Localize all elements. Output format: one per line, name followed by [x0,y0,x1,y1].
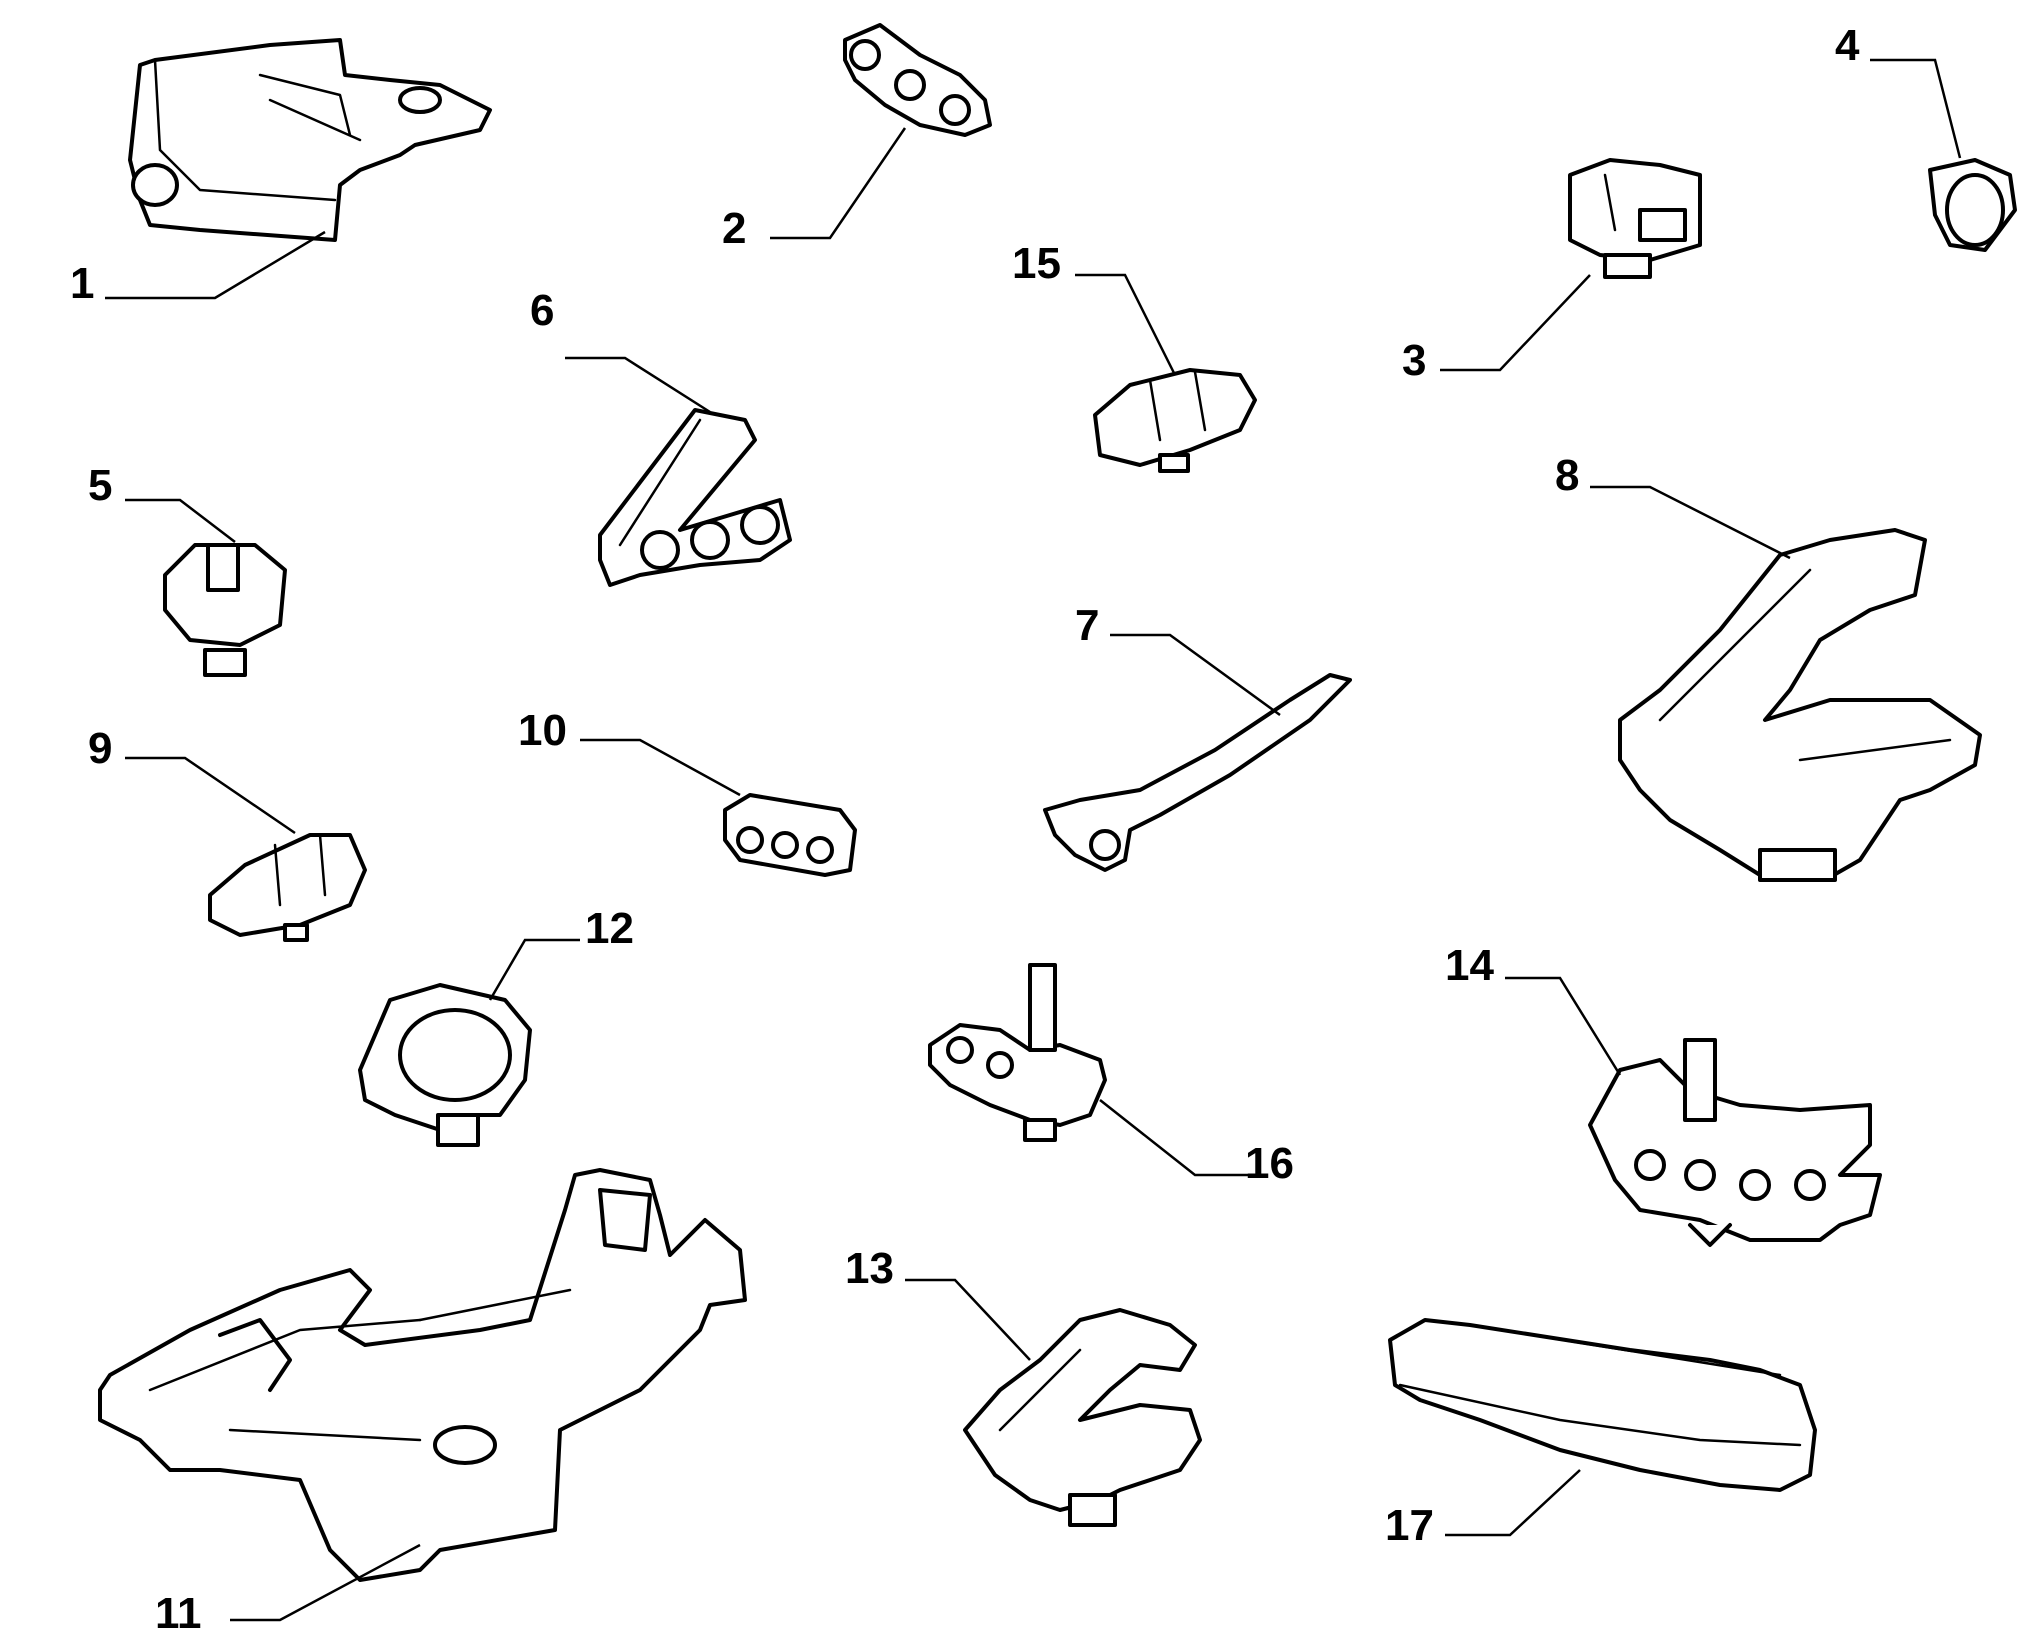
callout-1: 1 [70,259,94,308]
part-14-multi-clip [1588,1038,1882,1247]
part-16-pin-clip [928,963,1107,1142]
leader-7 [1110,633,1281,717]
leader-3 [1440,274,1591,372]
callout-9: 9 [88,724,112,773]
leader-11 [230,1543,421,1622]
leader-9 [125,756,296,835]
leader-17 [1445,1469,1581,1537]
callout-3: 3 [1402,336,1426,385]
part-2-pipe-clip [843,23,992,137]
leader-12 [488,938,580,1001]
callout-16: 16 [1245,1139,1294,1188]
callout-8: 8 [1555,451,1579,500]
part-9-pipe-clip [208,833,367,942]
leader-2 [770,127,907,240]
leader-15 [1075,273,1177,376]
part-15-pipe-clip [1093,368,1257,473]
callout-17: 17 [1385,1501,1434,1550]
leader-13 [905,1278,1031,1361]
callout-11: 11 [155,1589,202,1631]
callout-2: 2 [722,204,746,253]
leader-1 [105,230,326,300]
callout-6: 6 [530,286,554,335]
part-5-small-clip [163,543,287,677]
leader-5 [125,498,236,543]
callout-10: 10 [518,706,567,755]
callout-14: 14 [1445,941,1494,990]
callout-13: 13 [845,1244,894,1293]
callout-15: 15 [1012,239,1061,288]
callout-labels: 1 2 3 4 5 6 7 8 9 10 11 12 13 14 15 16 1… [70,21,1860,1631]
leader-10 [580,738,741,797]
part-11-large-bracket [98,1168,747,1582]
leader-4 [1870,58,1962,159]
leader-8 [1590,485,1791,560]
leader-14 [1505,976,1622,1076]
part-7-cable-tie [1043,673,1352,872]
leader-6 [565,356,711,414]
part-10-triple-block [723,793,857,877]
callout-7: 7 [1075,601,1099,650]
leader-lines [105,58,1962,1622]
part-6-long-clip [598,408,792,587]
callout-12: 12 [585,904,634,953]
part-4-plug-cap [1928,158,2017,252]
part-1-bracket [128,38,492,242]
callout-5: 5 [88,461,112,510]
leader-16 [1099,1099,1250,1177]
part-3-clip [1568,158,1702,279]
part-13-harness-bracket [963,1308,1202,1527]
part-8-harness-bracket [1618,528,1982,882]
part-17-trim-strip [1388,1318,1817,1492]
callout-4: 4 [1835,21,1860,70]
part-12-ring-clip [358,983,532,1147]
